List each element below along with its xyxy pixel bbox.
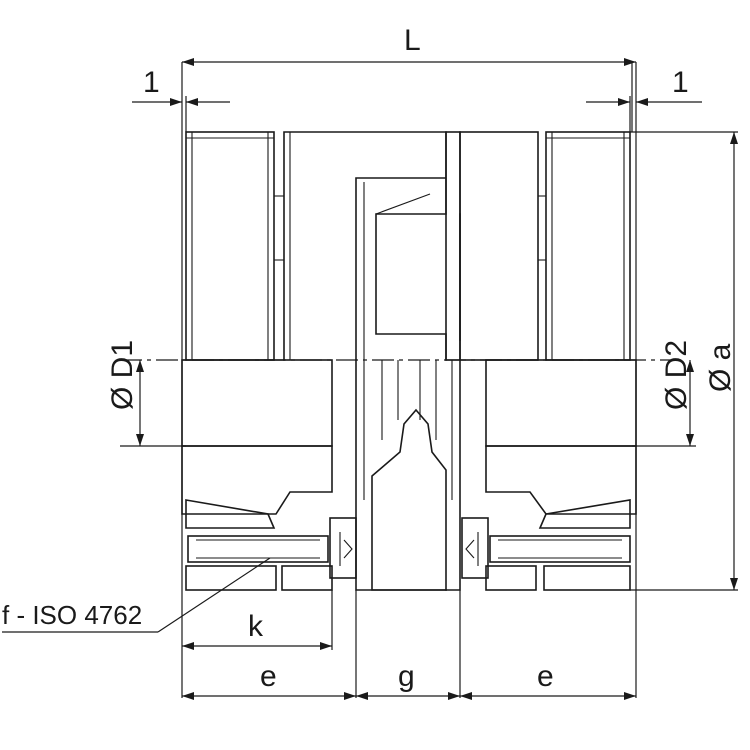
dim-label-offset-right: 1 [672, 66, 689, 99]
dim-label-k: k [248, 610, 264, 643]
dim-label-e-left: e [260, 660, 277, 693]
dim-label-L: L [404, 24, 421, 57]
screw-callout: f - ISO 4762 [2, 600, 142, 630]
right-hub-section [485, 445, 637, 515]
right-screw [461, 517, 631, 579]
extension-lines [120, 62, 738, 698]
elastomer-spider [371, 408, 447, 591]
dim-label-e-right: e [537, 660, 554, 693]
dim-label-d1: Ø D1 [106, 340, 139, 410]
left-screw [187, 517, 357, 579]
left-clamp-section [185, 499, 276, 529]
dimension-lines [2, 58, 738, 700]
left-clamp-ring [185, 131, 275, 361]
lower-section [181, 359, 637, 591]
dim-label-d2: Ø D2 [660, 340, 693, 410]
right-hub-body [459, 131, 539, 361]
dim-label-offset-left: 1 [143, 66, 160, 99]
dim-label-a: Ø a [704, 343, 737, 392]
spider-upper [445, 131, 461, 361]
upper-view [185, 131, 631, 361]
right-clamp-ring [545, 131, 631, 361]
dim-label-g: g [398, 660, 415, 693]
right-clamp-section [538, 499, 631, 529]
left-hub-body [283, 131, 447, 361]
